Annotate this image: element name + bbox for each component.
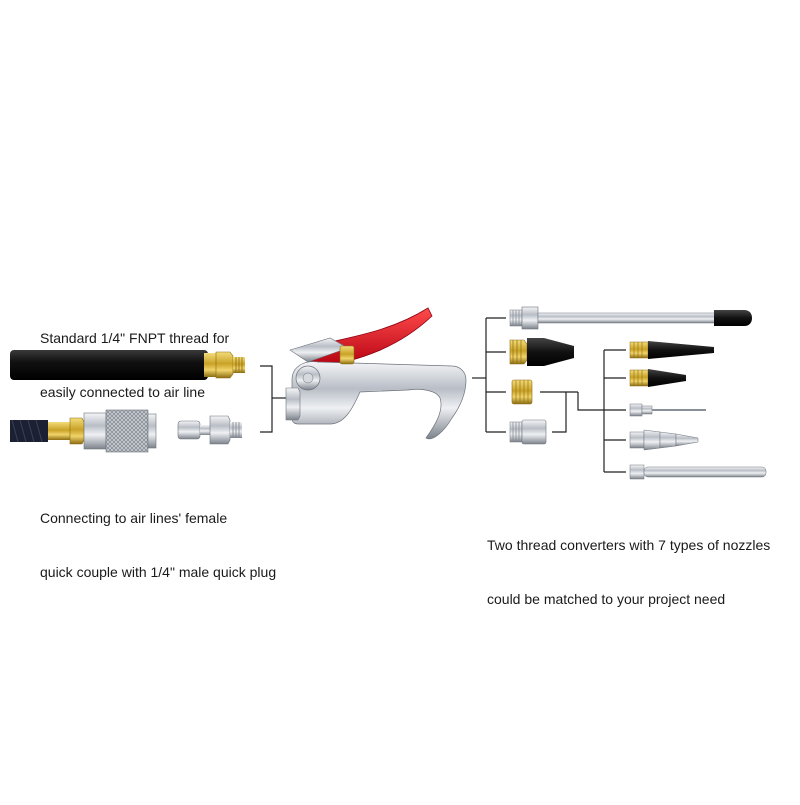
tapered-chrome-nozzle	[629, 429, 699, 451]
male-quick-plug	[177, 415, 242, 445]
female-quick-coupler	[83, 409, 157, 453]
thread-caption-line-1: Standard 1/4" FNPT thread for	[40, 330, 230, 346]
thread-caption-line-2: easily connected to air line	[40, 384, 205, 400]
nozzles-caption-line-2: could be matched to your project need	[487, 591, 726, 607]
quick-couple-caption: Connecting to air lines' female quick co…	[40, 473, 276, 599]
brass-thread-converter	[511, 379, 533, 405]
thread-caption: Standard 1/4" FNPT thread for easily con…	[40, 293, 229, 419]
braided-air-hose	[10, 419, 48, 443]
connector-bracket-left	[260, 365, 286, 433]
extension-nozzle-long	[509, 306, 752, 330]
long-cone-nozzle	[629, 341, 714, 359]
blow-gun	[285, 307, 467, 440]
brass-hose-barb	[48, 417, 85, 445]
needle-nozzle	[629, 403, 706, 417]
black-air-hose	[10, 350, 208, 380]
straight-chrome-tube-nozzle	[629, 464, 767, 480]
connector-bracket-middle	[472, 317, 506, 433]
short-cone-nozzle	[629, 369, 686, 387]
nozzles-caption: Two thread converters with 7 types of no…	[487, 500, 770, 626]
quick-couple-caption-line-1: Connecting to air lines' female	[40, 510, 228, 526]
chrome-thread-converter	[509, 419, 547, 445]
rubber-tip-nozzle	[509, 338, 574, 366]
quick-couple-caption-line-2: quick couple with 1/4" male quick plug	[40, 564, 277, 580]
nozzles-caption-line-1: Two thread converters with 7 types of no…	[487, 537, 771, 553]
brass-npt-fitting	[204, 351, 245, 379]
connector-bracket-right	[540, 349, 626, 473]
